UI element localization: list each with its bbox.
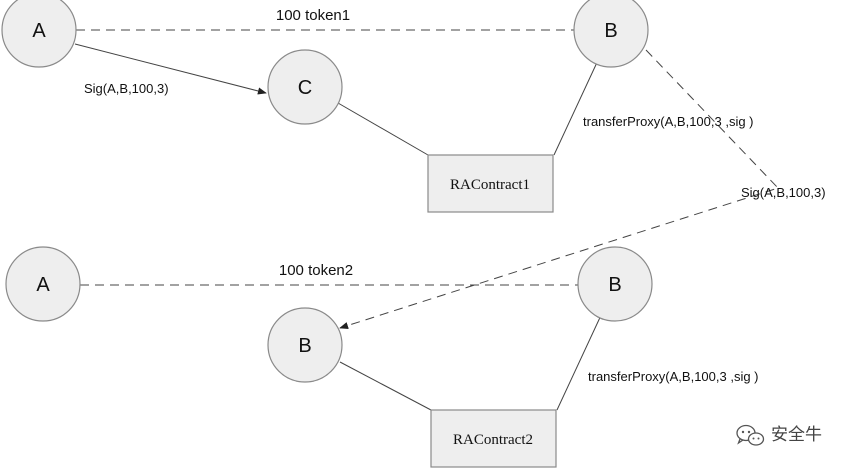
wechat-icon [736,424,765,446]
edge-top-contract-b-label: transferProxy(A,B,100,3 ,sig ) [583,114,754,129]
edge-bottom-ab-label: 100 token2 [279,262,353,279]
watermark-text: 安全牛 [771,425,822,445]
contract-box-1-label: RAContract1 [450,177,530,193]
node-top-b [573,0,649,68]
edge-top-ab-label: 100 token1 [276,7,350,24]
edge-bottom-contract-to-b [556,310,604,411]
node-top-c [267,49,343,125]
contract-box-2 [430,409,557,468]
edge-cross-sig [339,49,779,329]
edge-top-c-to-contract [337,102,429,156]
edge-bottom-b-to-contract [339,361,432,411]
edge-top-ac-label: Sig(A,B,100,3) [84,81,169,96]
node-bottom-b-left-label: B [298,335,311,357]
node-top-a-label: A [32,20,46,42]
edge-top-a-to-c [74,43,267,95]
node-top-a [1,0,77,68]
node-bottom-b-left [267,307,343,383]
node-top-b-label: B [604,20,617,42]
edge-top-contract-to-b [553,55,601,156]
contract-box-2-label: RAContract2 [453,432,533,448]
node-bottom-b-right [577,246,653,322]
edge-cross-label: Sig(A,B,100,3) [741,185,826,200]
contract-box-1 [427,154,554,213]
node-bottom-a [5,246,81,322]
node-top-c-label: C [298,77,312,99]
edge-bottom-contract-b-label: transferProxy(A,B,100,3 ,sig ) [588,369,759,384]
node-bottom-a-label: A [36,274,50,296]
node-bottom-b-right-label: B [608,274,621,296]
